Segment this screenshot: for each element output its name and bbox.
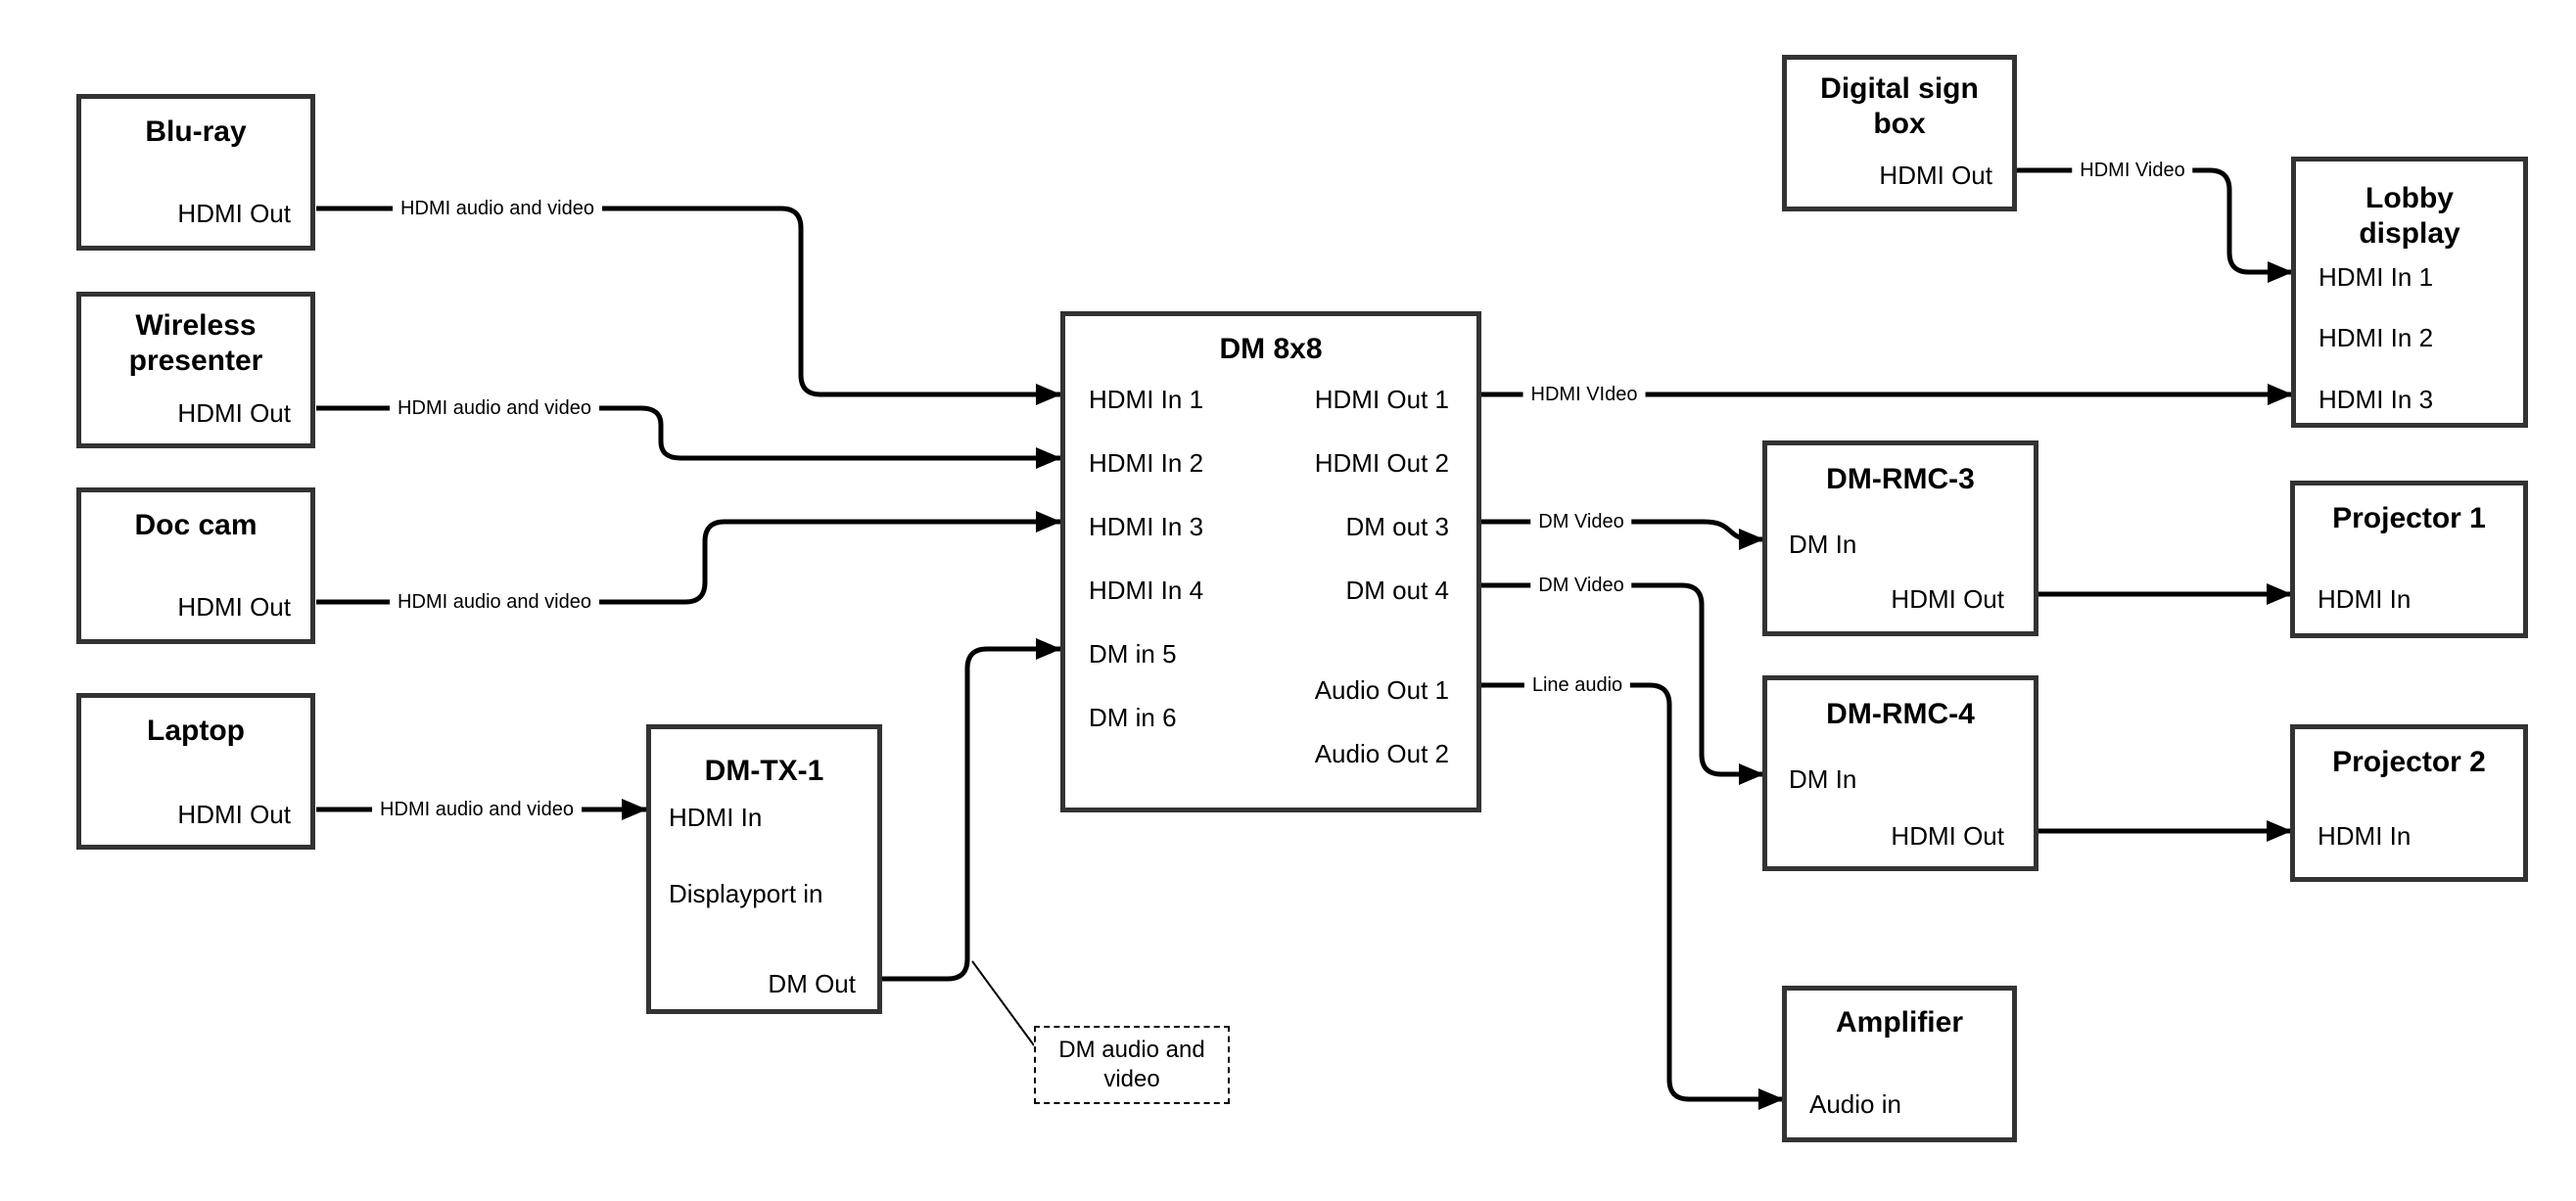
box-blu-ray: Blu-ray HDMI Out bbox=[76, 94, 315, 251]
box-laptop: Laptop HDMI Out bbox=[76, 693, 315, 850]
port-dm8x8-hdmi-in-2: HDMI In 2 bbox=[1089, 448, 1204, 478]
port-dm8x8-hdmi-in-4: HDMI In 4 bbox=[1089, 576, 1204, 605]
box-title: Lobby display bbox=[2359, 182, 2460, 250]
box-title: Blu-ray bbox=[145, 115, 247, 148]
port-projector1-hdmi-in: HDMI In bbox=[2318, 584, 2412, 614]
wire-label-line-audio: Line audio bbox=[1523, 673, 1631, 697]
wire-label-bluray: HDMI audio and video bbox=[393, 197, 602, 220]
wire-label-dm-video-out3: DM Video bbox=[1530, 510, 1632, 533]
port-doc-cam-hdmi-out: HDMI Out bbox=[177, 592, 291, 622]
connector-dm-out-4-to-rmc4 bbox=[1481, 582, 1764, 785]
port-dm8x8-hdmi-out-1: HDMI Out 1 bbox=[1314, 385, 1449, 414]
wire-label-dm-video-out4: DM Video bbox=[1530, 574, 1632, 597]
port-wireless-hdmi-out: HDMI Out bbox=[177, 398, 291, 428]
box-amplifier: Amplifier Audio in bbox=[1782, 986, 2017, 1142]
port-rmc4-hdmi-out: HDMI Out bbox=[1891, 821, 2004, 851]
wire-label-wireless: HDMI audio and video bbox=[390, 396, 599, 420]
box-dm-8x8: DM 8x8 HDMI In 1 HDMI In 2 HDMI In 3 HDM… bbox=[1060, 311, 1481, 812]
box-title: Projector 2 bbox=[2332, 746, 2486, 778]
box-title: DM-RMC-3 bbox=[1826, 463, 1975, 495]
port-amplifier-audio-in: Audio in bbox=[1809, 1089, 1901, 1119]
wire-label-doccam: HDMI audio and video bbox=[390, 590, 599, 614]
port-dm8x8-dm-in-6: DM in 6 bbox=[1089, 703, 1177, 732]
port-dm8x8-audio-out-2: Audio Out 2 bbox=[1314, 739, 1449, 768]
connector-bluray-to-hdmi-in-1 bbox=[316, 206, 1061, 405]
box-projector-1: Projector 1 HDMI In bbox=[2290, 481, 2528, 638]
port-dm8x8-hdmi-in-1: HDMI In 1 bbox=[1089, 385, 1204, 414]
connector-doccam-to-hdmi-in-3 bbox=[316, 511, 1061, 605]
port-laptop-hdmi-out: HDMI Out bbox=[177, 800, 291, 829]
port-rmc3-dm-in: DM In bbox=[1789, 530, 1857, 559]
port-lobby-hdmi-in-2: HDMI In 2 bbox=[2318, 323, 2434, 352]
box-title: Digital sign box bbox=[1820, 72, 1979, 140]
callout-dm-audio-video: DM audio and video bbox=[1034, 1026, 1230, 1104]
port-rmc3-hdmi-out: HDMI Out bbox=[1891, 584, 2004, 614]
connector-digitalsign-to-lobby-in-1 bbox=[2017, 167, 2293, 283]
port-dm8x8-dm-out-3: DM out 3 bbox=[1345, 512, 1450, 541]
wire-label-laptop: HDMI audio and video bbox=[372, 798, 582, 821]
box-lobby-display: Lobby display HDMI In 1 HDMI In 2 HDMI I… bbox=[2291, 157, 2528, 428]
connector-dm-out-3-to-rmc3 bbox=[1481, 519, 1764, 550]
box-dm-tx-1: DM-TX-1 HDMI In Displayport in DM Out bbox=[646, 724, 882, 1014]
box-dm-rmc-3: DM-RMC-3 DM In HDMI Out bbox=[1762, 440, 2038, 636]
callout-leader-line bbox=[971, 960, 1035, 1046]
box-title: Projector 1 bbox=[2332, 502, 2486, 534]
port-projector2-hdmi-in: HDMI In bbox=[2318, 821, 2412, 851]
box-title: Wireless presenter bbox=[128, 309, 263, 377]
port-blu-ray-hdmi-out: HDMI Out bbox=[177, 199, 291, 228]
port-dm8x8-dm-out-4: DM out 4 bbox=[1345, 576, 1450, 605]
box-title: DM-TX-1 bbox=[704, 755, 824, 787]
port-dm8x8-hdmi-out-2: HDMI Out 2 bbox=[1314, 448, 1449, 478]
connector-audio-out-1-to-amplifier bbox=[1481, 682, 1784, 1110]
port-lobby-hdmi-in-3: HDMI In 3 bbox=[2318, 385, 2434, 414]
port-rmc4-dm-in: DM In bbox=[1789, 764, 1857, 794]
box-title: DM-RMC-4 bbox=[1826, 698, 1975, 730]
box-title: Amplifier bbox=[1835, 1006, 1964, 1039]
box-dm-rmc-4: DM-RMC-4 DM In HDMI Out bbox=[1762, 675, 2038, 871]
box-doc-cam: Doc cam HDMI Out bbox=[76, 487, 315, 644]
box-title: DM 8x8 bbox=[1219, 333, 1323, 365]
port-dm8x8-dm-in-5: DM in 5 bbox=[1089, 639, 1177, 669]
callout-text: DM audio and video bbox=[1058, 1037, 1205, 1092]
box-wireless-presenter: Wireless presenter HDMI Out bbox=[76, 292, 315, 448]
port-dm-tx-1-dm-out: DM Out bbox=[768, 969, 856, 998]
box-title: Doc cam bbox=[134, 509, 258, 541]
box-projector-2: Projector 2 HDMI In bbox=[2290, 724, 2528, 882]
port-dm-tx-1-hdmi-in: HDMI In bbox=[669, 803, 763, 832]
connector-dmtx1-to-dm-in-5 bbox=[882, 638, 1061, 982]
wire-label-digital-sign: HDMI Video bbox=[2072, 159, 2193, 182]
connector-wireless-to-hdmi-in-2 bbox=[316, 405, 1061, 469]
box-title: Laptop bbox=[147, 715, 245, 747]
port-dm8x8-audio-out-1: Audio Out 1 bbox=[1314, 675, 1449, 705]
port-digital-sign-hdmi-out: HDMI Out bbox=[1879, 161, 1992, 190]
wire-label-hdmi-video-out1: HDMI VIdeo bbox=[1522, 383, 1646, 406]
port-lobby-hdmi-in-1: HDMI In 1 bbox=[2318, 262, 2434, 292]
port-dm8x8-hdmi-in-3: HDMI In 3 bbox=[1089, 512, 1204, 541]
box-digital-sign: Digital sign box HDMI Out bbox=[1782, 55, 2017, 211]
port-dm-tx-1-displayport-in: Displayport in bbox=[669, 879, 823, 908]
